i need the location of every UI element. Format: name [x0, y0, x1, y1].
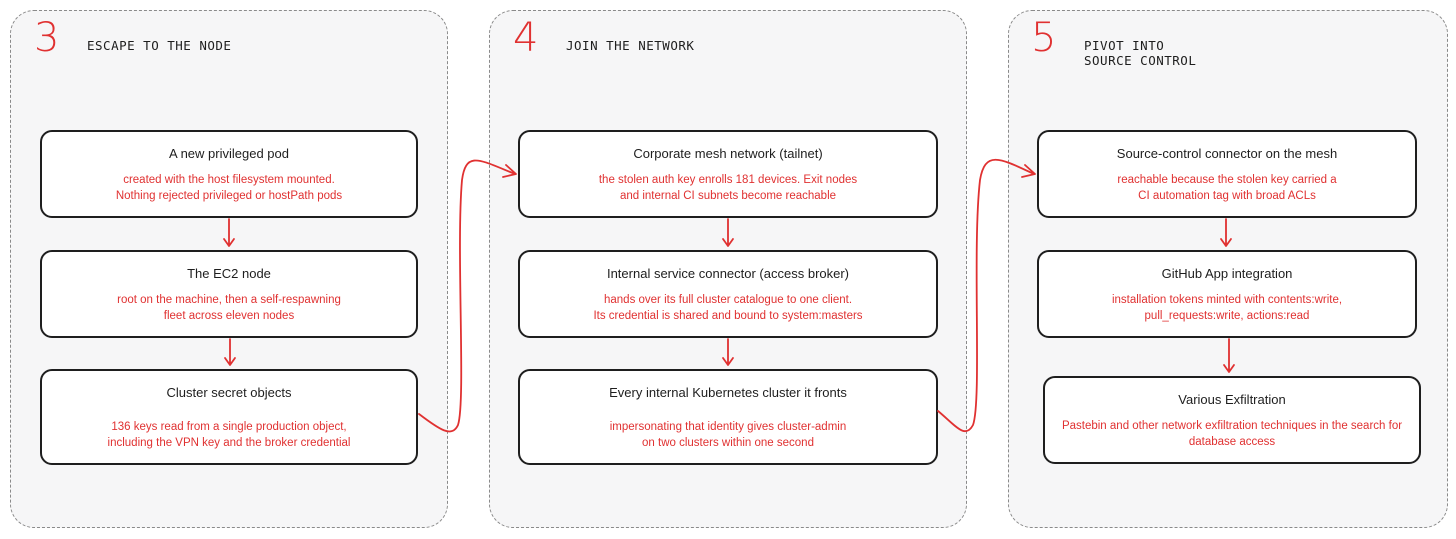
- node-description-line: 136 keys read from a single production o…: [111, 421, 347, 433]
- node-description: 136 keys read from a single production o…: [48, 419, 410, 451]
- node-description-line: pull_requests:write, actions:read: [1144, 310, 1310, 322]
- node-description-line: hands over its full cluster catalogue to…: [603, 294, 853, 306]
- node-description-line: Nothing rejected privileged or hostPath …: [115, 190, 343, 202]
- node-source-control-connector: Source-control connector on the mesh rea…: [1037, 130, 1417, 218]
- stage-number-4: 4: [513, 15, 539, 61]
- stage-number-3: 3: [34, 15, 60, 61]
- stage-title-line: SOURCE CONTROL: [1084, 53, 1197, 68]
- node-description: the stolen auth key enrolls 181 devices.…: [526, 172, 930, 204]
- node-privileged-pod: A new privileged pod created with the ho…: [40, 130, 418, 218]
- node-description-line: fleet across eleven nodes: [163, 310, 295, 322]
- node-description-line: CI automation tag with broad ACLs: [1138, 190, 1316, 202]
- node-title: Corporate mesh network (tailnet): [633, 146, 823, 161]
- node-description: created with the host filesystem mounted…: [48, 172, 410, 204]
- node-description-line: including the VPN key and the broker cre…: [107, 437, 351, 449]
- stage-title-line: JOIN THE NETWORK: [566, 38, 695, 53]
- node-description: hands over its full cluster catalogue to…: [526, 292, 930, 324]
- node-description-line: reachable because the stolen key carried…: [1117, 174, 1337, 186]
- node-description-line: root on the machine, then a self-respawn…: [117, 294, 341, 306]
- node-title: Various Exfiltration: [1178, 392, 1286, 407]
- node-title: Every internal Kubernetes cluster it fro…: [609, 385, 847, 400]
- node-various-exfiltration: Various Exfiltration Pastebin and other …: [1043, 376, 1421, 464]
- node-title: A new privileged pod: [169, 146, 289, 161]
- node-description: installation tokens minted with contents…: [1045, 292, 1409, 324]
- node-description-line: Pastebin and other network exfiltration …: [1061, 420, 1403, 432]
- stage-title-3: ESCAPE TO THE NODE: [87, 38, 231, 53]
- node-description-line: installation tokens minted with contents…: [1111, 294, 1343, 306]
- node-description-line: created with the host filesystem mounted…: [123, 174, 335, 186]
- node-cluster-secrets: Cluster secret objects 136 keys read fro…: [40, 369, 418, 465]
- node-title: The EC2 node: [187, 266, 271, 281]
- node-access-broker: Internal service connector (access broke…: [518, 250, 938, 338]
- node-description: Pastebin and other network exfiltration …: [1051, 418, 1413, 450]
- node-description-line: on two clusters within one second: [642, 437, 814, 449]
- stage-title-line: ESCAPE TO THE NODE: [87, 38, 232, 53]
- stage-title-4: JOIN THE NETWORK: [566, 38, 694, 53]
- stage-number-5: 5: [1031, 15, 1057, 61]
- stage-title-5: PIVOT INTO SOURCE CONTROL: [1084, 38, 1196, 68]
- node-title: Source-control connector on the mesh: [1116, 146, 1338, 161]
- node-description: reachable because the stolen key carried…: [1045, 172, 1409, 204]
- node-description-line: database access: [1188, 436, 1276, 448]
- node-title: Cluster secret objects: [166, 385, 292, 400]
- node-description-line: and internal CI subnets become reachable: [619, 190, 837, 202]
- node-description-line: the stolen auth key enrolls 181 devices.…: [598, 174, 858, 186]
- node-title: GitHub App integration: [1161, 266, 1293, 281]
- node-kubernetes-clusters: Every internal Kubernetes cluster it fro…: [518, 369, 938, 465]
- node-description-line: Its credential is shared and bound to sy…: [593, 310, 863, 322]
- node-ec2-node: The EC2 node root on the machine, then a…: [40, 250, 418, 338]
- node-description: root on the machine, then a self-respawn…: [48, 292, 410, 324]
- node-description-line: impersonating that identity gives cluste…: [609, 421, 847, 433]
- node-title: Internal service connector (access broke…: [606, 266, 850, 281]
- node-mesh-network: Corporate mesh network (tailnet) the sto…: [518, 130, 938, 218]
- stage-title-line: PIVOT INTO: [1084, 38, 1165, 53]
- node-github-app: GitHub App integration installation toke…: [1037, 250, 1417, 338]
- node-description: impersonating that identity gives cluste…: [526, 419, 930, 451]
